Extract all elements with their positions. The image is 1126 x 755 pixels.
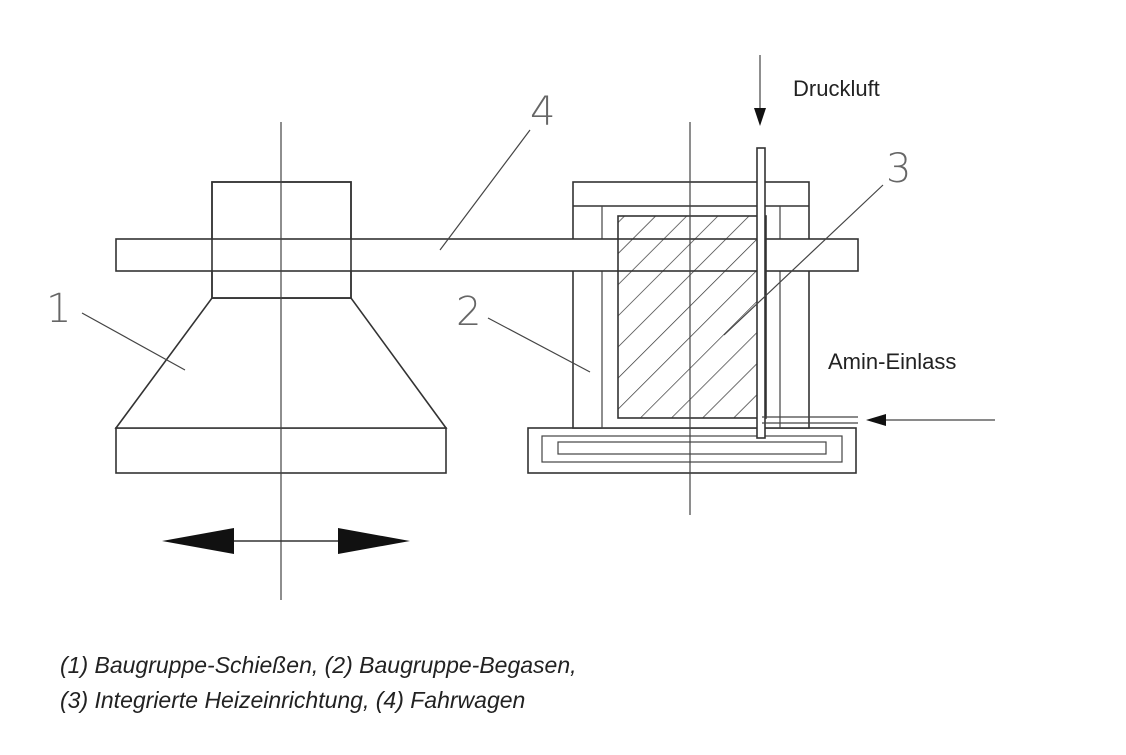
label-number-3: 3	[886, 146, 911, 192]
gassing-tray-slot	[557, 441, 827, 455]
caption-line-1: (1) Baugruppe-Schießen, (2) Baugruppe-Be…	[60, 652, 577, 678]
motion-double-arrow	[162, 528, 410, 554]
heater-hatched-block	[617, 215, 767, 419]
label-amin-einlass: Amin-Einlass	[828, 349, 956, 374]
leader-2	[487, 317, 591, 373]
label-number-1: 1	[46, 286, 71, 332]
leader-3	[723, 184, 884, 336]
leader-4	[439, 129, 531, 251]
compressed-air-pipe	[756, 147, 766, 439]
amine-inlet-arrow	[866, 414, 995, 426]
gassing-tray-inner	[541, 435, 843, 463]
figure-caption: (1) Baugruppe-Schießen, (2) Baugruppe-Be…	[60, 648, 577, 718]
gassing-housing-inner	[601, 205, 781, 429]
caption-line-2: (3) Integrierte Heizeinrichtung, (4) Fah…	[60, 687, 526, 713]
leader-1	[81, 312, 186, 371]
label-number-4: 4	[530, 89, 555, 135]
compressed-air-arrow	[754, 55, 766, 126]
gassing-base-tray	[527, 427, 857, 474]
label-druckluft: Druckluft	[793, 76, 880, 101]
label-number-2: 2	[456, 289, 481, 335]
